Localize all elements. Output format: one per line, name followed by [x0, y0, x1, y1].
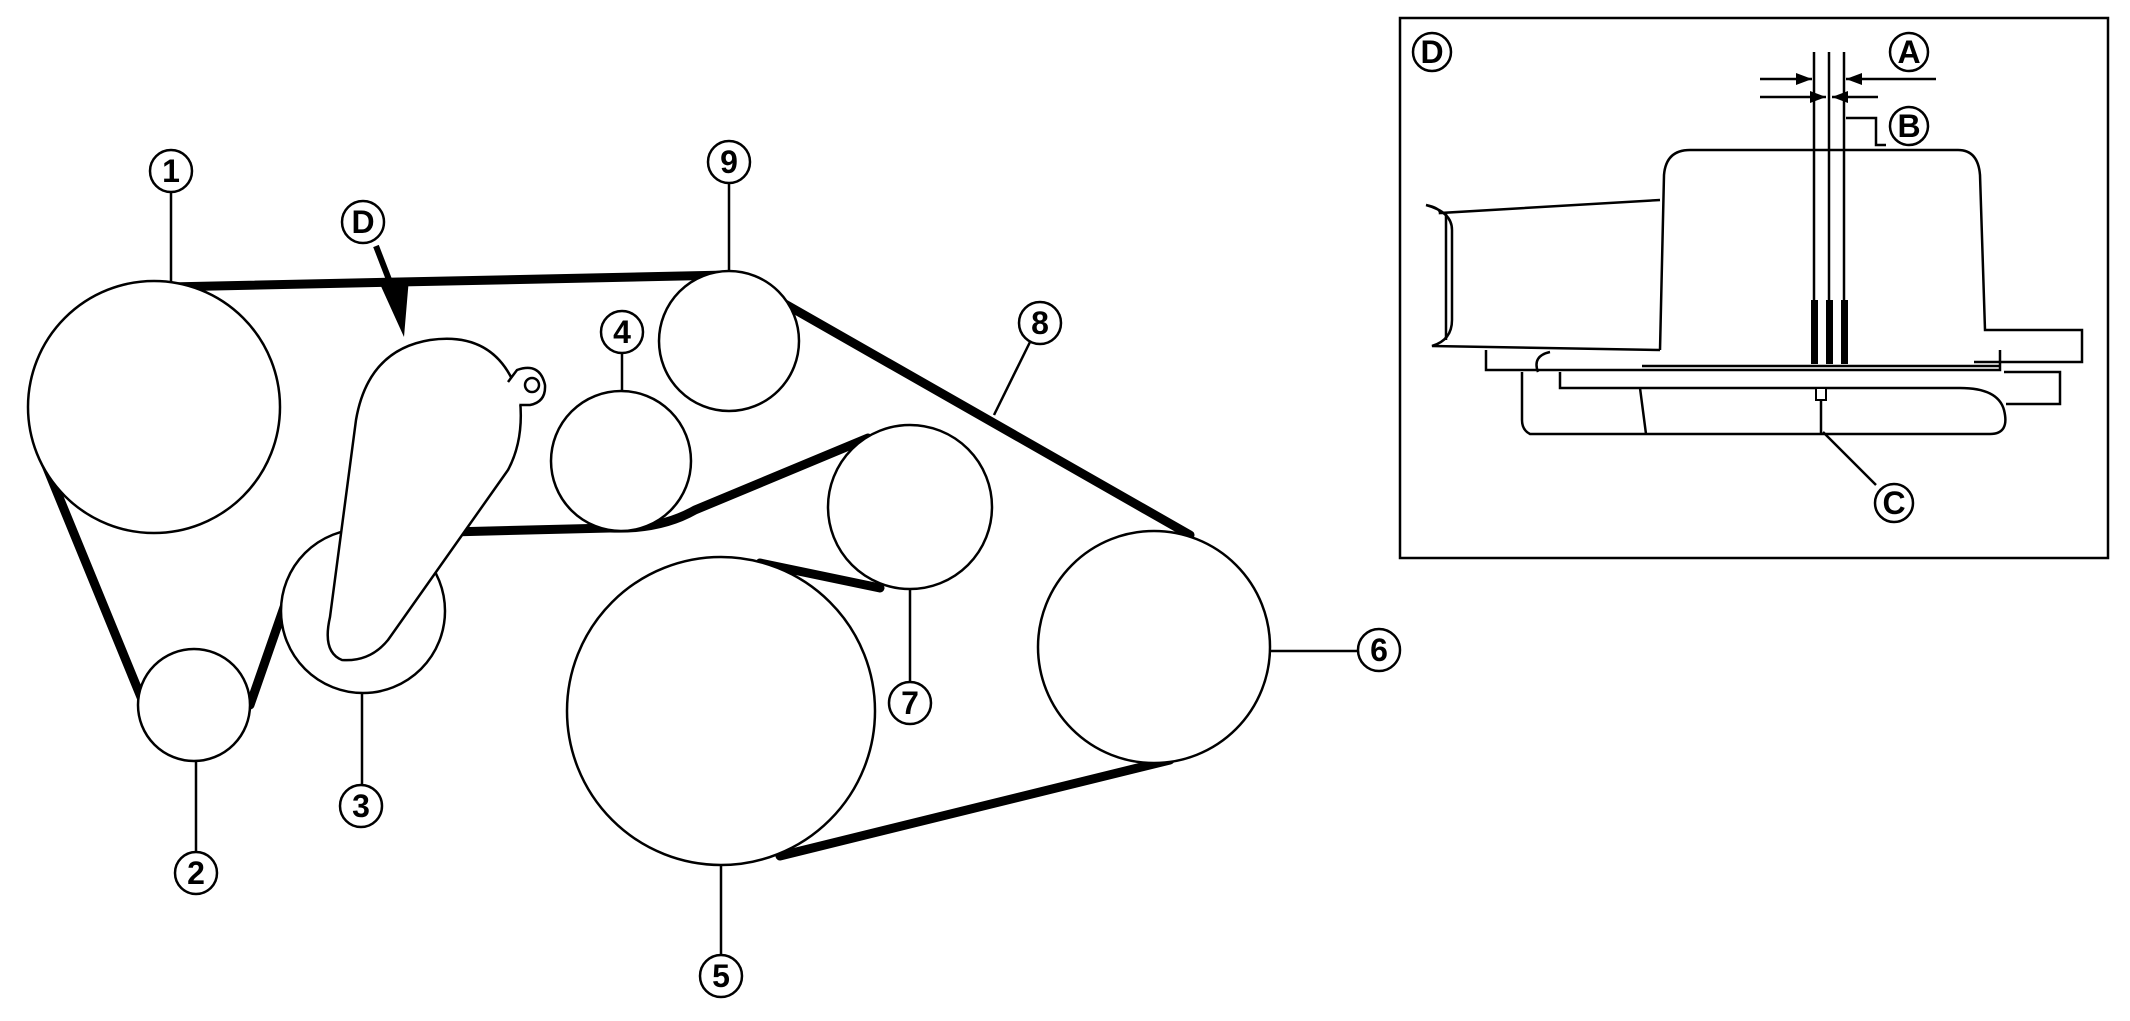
callout-1: 1	[148, 148, 194, 194]
svg-text:5: 5	[712, 958, 730, 994]
detail-label-b: B	[1888, 105, 1930, 147]
svg-text:2: 2	[187, 855, 205, 891]
svg-text:3: 3	[352, 788, 370, 824]
view-arrow-d: D	[340, 199, 409, 337]
callout-9: 9	[706, 139, 752, 185]
detail-label-a: A	[1888, 31, 1930, 73]
pulley-6	[1036, 529, 1272, 765]
center-mark	[1815, 387, 1827, 401]
tensioner-arm	[326, 337, 547, 662]
svg-text:1: 1	[162, 153, 180, 189]
svg-text:4: 4	[613, 314, 631, 350]
callout-7: 7	[887, 680, 933, 726]
callout-2: 2	[173, 850, 219, 896]
pulley-1	[26, 279, 282, 535]
left-flange	[1425, 198, 1661, 352]
pulley-2	[136, 647, 252, 763]
callout-8: 8	[1017, 300, 1063, 346]
belt-segment-9-6	[773, 295, 1195, 540]
groove-bar-1	[1811, 300, 1818, 364]
pulley-5	[565, 555, 877, 867]
svg-text:6: 6	[1370, 632, 1388, 668]
detail-title: D	[1411, 31, 1453, 73]
callout-5: 5	[698, 953, 744, 999]
detail-view-d: D A	[1398, 16, 2110, 560]
callout-6: 6	[1356, 627, 1402, 673]
pulley-4	[549, 389, 693, 533]
pulley-7	[826, 423, 994, 591]
detail-frame	[1398, 16, 2110, 560]
svg-text:7: 7	[901, 685, 919, 721]
leader-8	[992, 341, 1032, 416]
belt-segment-1-9	[163, 270, 733, 292]
svg-text:B: B	[1897, 108, 1920, 144]
belt-segment-2-1	[38, 453, 148, 707]
svg-text:8: 8	[1031, 305, 1049, 341]
groove-bar-3	[1841, 300, 1848, 364]
pulley-cross-section	[1658, 148, 2084, 364]
belt-segment-6-5	[775, 755, 1175, 861]
svg-text:9: 9	[720, 144, 738, 180]
svg-text:D: D	[1420, 34, 1443, 70]
svg-text:C: C	[1882, 485, 1905, 521]
detail-label-c: C	[1873, 482, 1915, 524]
callout-4: 4	[599, 309, 645, 355]
pulley-9	[657, 269, 801, 413]
groove-bar-2	[1826, 300, 1833, 364]
callout-3: 3	[338, 783, 384, 829]
belt-segment-5-7	[755, 558, 885, 593]
hub-lower	[1484, 350, 2062, 436]
svg-text:A: A	[1897, 34, 1920, 70]
view-marker-label: D	[351, 204, 374, 240]
